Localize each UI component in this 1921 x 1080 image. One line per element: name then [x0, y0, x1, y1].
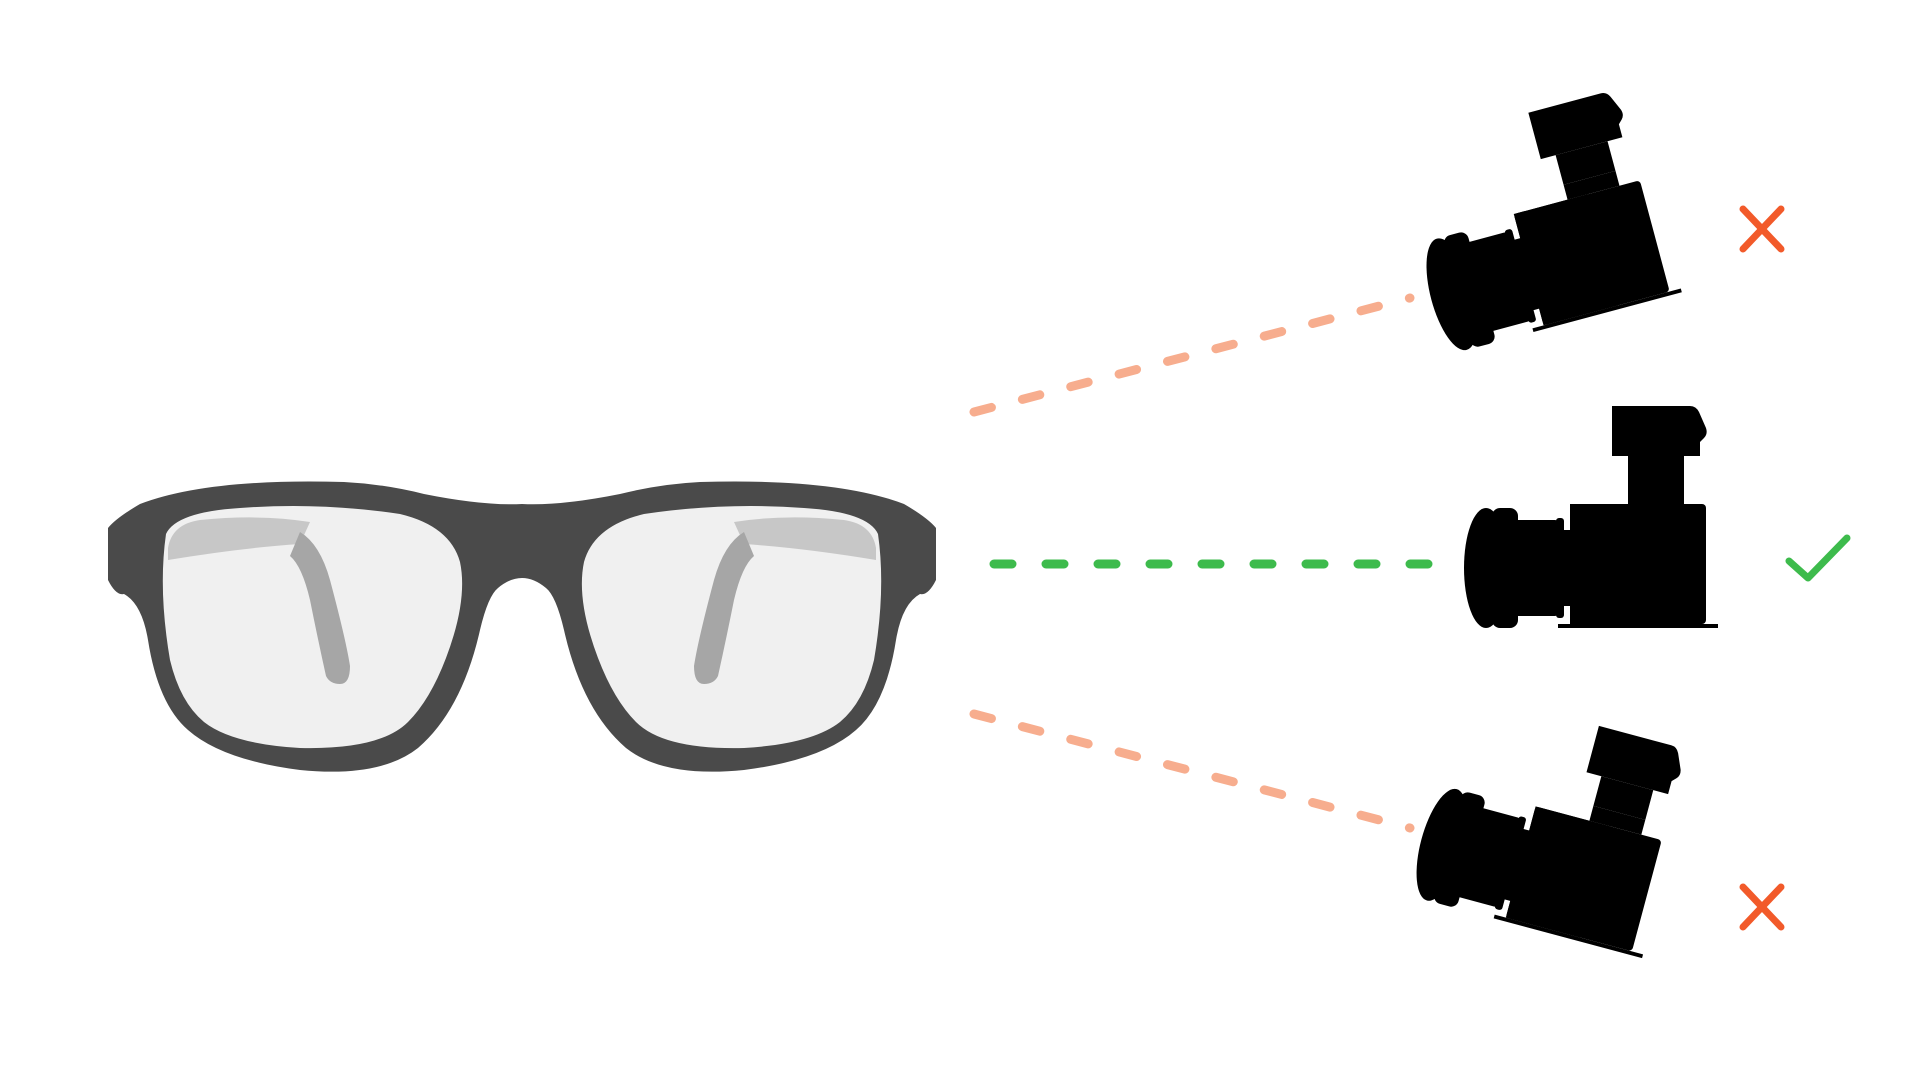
right-lens-shade	[734, 517, 876, 560]
cross-icon	[1739, 205, 1785, 253]
camera-lower	[1406, 689, 1698, 959]
eyeglasses-icon	[108, 481, 936, 772]
camera-center	[1464, 406, 1718, 628]
camera-icon	[1391, 86, 1682, 356]
right-nose-pad	[694, 532, 754, 684]
camera-icon	[1464, 406, 1718, 628]
sight-line-lower	[969, 709, 1415, 833]
left-lens-shade	[168, 517, 310, 560]
camera-upper	[1391, 86, 1682, 356]
camera-icon	[1406, 689, 1698, 959]
sight-line-upper	[969, 293, 1415, 417]
cross-icon	[1739, 883, 1785, 931]
left-lens	[162, 506, 463, 749]
left-nose-pad	[290, 532, 350, 684]
checkmark-icon	[1785, 534, 1851, 582]
right-lens	[581, 506, 882, 749]
